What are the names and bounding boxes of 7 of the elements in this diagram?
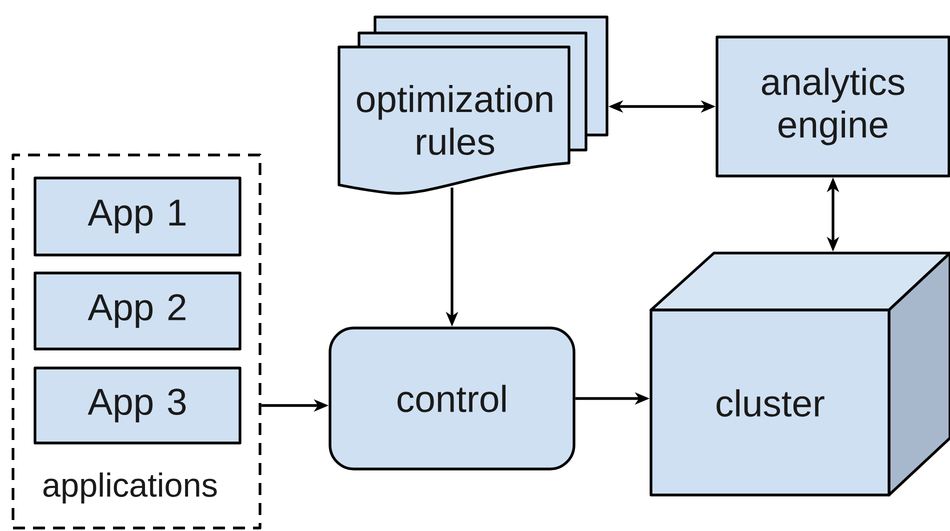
rounded-box: control (328, 326, 576, 470)
process-box: App 3 (34, 366, 242, 444)
document-stack: optimization rules (338, 16, 608, 195)
process-box: App 1 (34, 176, 242, 256)
process-box: App 2 (34, 272, 242, 350)
cube-drawing: cluster (650, 252, 950, 496)
process-box: analytics engine (716, 36, 950, 178)
